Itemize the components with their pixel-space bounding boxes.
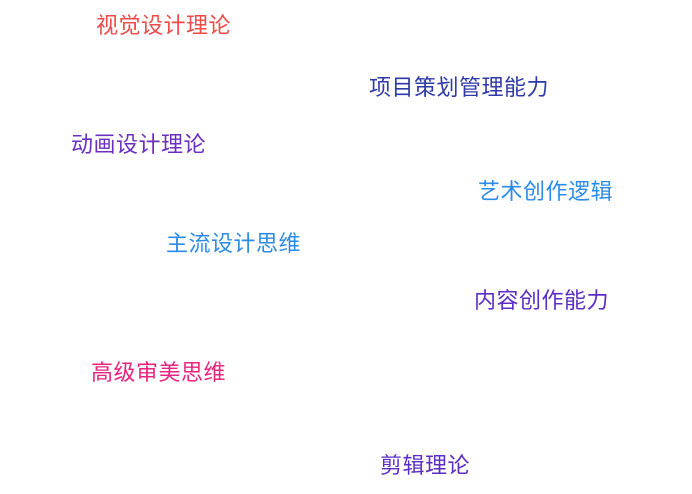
label-editing-theory: 剪辑理论 [380, 454, 471, 479]
label-animation-design-theory: 动画设计理论 [71, 133, 207, 158]
label-art-creation-logic: 艺术创作逻辑 [478, 180, 614, 205]
label-visual-design-theory: 视觉设计理论 [96, 14, 232, 39]
label-project-planning-management: 项目策划管理能力 [369, 76, 550, 101]
label-mainstream-design-thinking: 主流设计思维 [166, 232, 302, 257]
label-content-creation-ability: 内容创作能力 [474, 289, 610, 314]
label-advanced-aesthetic-thinking: 高级审美思维 [91, 361, 227, 386]
